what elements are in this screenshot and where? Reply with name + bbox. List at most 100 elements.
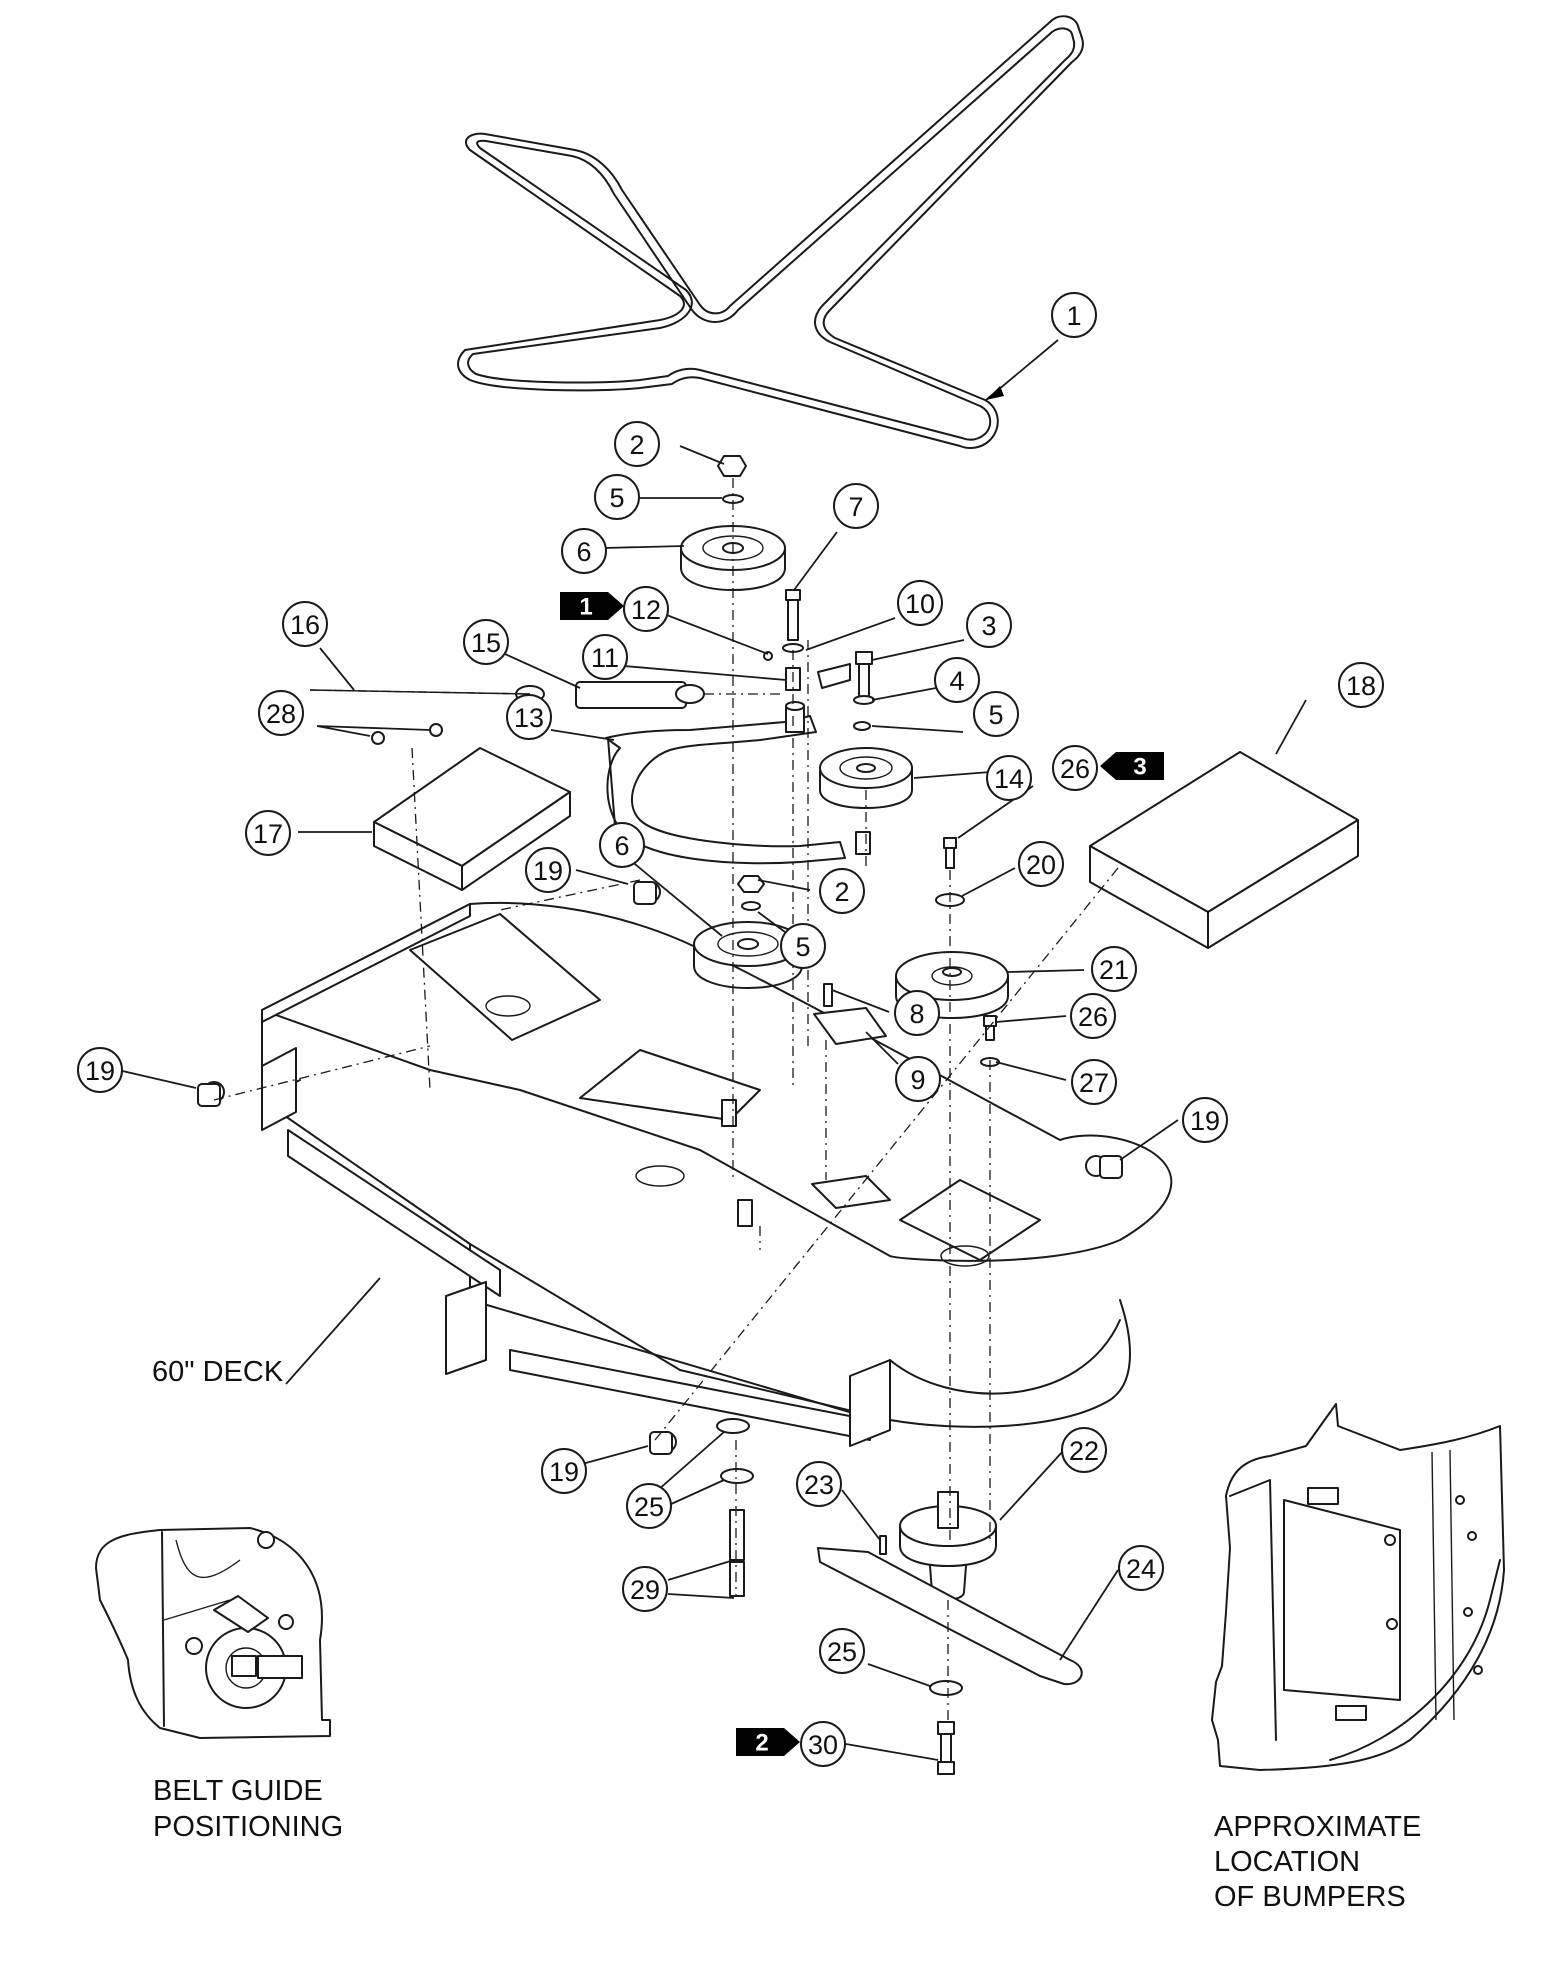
callout-circle [819, 1628, 865, 1674]
callout-circle [245, 810, 291, 856]
drive-belt [457, 15, 1084, 449]
callout-26: 26 [1052, 745, 1098, 791]
flag-number: 2 [755, 1730, 768, 1757]
callout-circle [894, 990, 940, 1036]
callout-17: 17 [245, 810, 291, 856]
callout-number: 30 [808, 1730, 838, 1760]
deck-label: 60" DECK [152, 1356, 284, 1388]
bumpers-label-line1: APPROXIMATE [1214, 1811, 1421, 1843]
callout-number: 18 [1346, 671, 1376, 701]
callout-29: 29 [622, 1566, 668, 1612]
spindle-blade [716, 1418, 1083, 1775]
callout-circle [506, 694, 552, 740]
callout-number: 14 [994, 764, 1024, 794]
callout-number: 19 [533, 856, 563, 886]
bumpers-label-line2: LOCATION [1214, 1846, 1360, 1878]
flag-number: 3 [1133, 754, 1146, 781]
callout-5: 5 [973, 691, 1019, 737]
callout-6: 6 [599, 822, 645, 868]
callout-circle [1091, 946, 1137, 992]
callout-12: 12 [623, 586, 669, 632]
callout-number: 26 [1060, 754, 1090, 784]
callout-circle [1018, 841, 1064, 887]
callout-25: 25 [626, 1483, 672, 1529]
callout-number: 2 [629, 430, 644, 460]
callout-number: 9 [910, 1065, 925, 1095]
callout-circle [622, 1566, 668, 1612]
belt-guide-label-line1: BELT GUIDE [153, 1775, 323, 1807]
callout-7: 7 [833, 483, 879, 529]
callout-circle [986, 755, 1032, 801]
callout-circle [282, 601, 328, 647]
callout-23: 23 [796, 1461, 842, 1507]
callout-19: 19 [525, 847, 571, 893]
mower-deck-body [261, 901, 1173, 1447]
callout-circle [525, 847, 571, 893]
callout-circle [623, 586, 669, 632]
callout-circle [582, 634, 628, 680]
callout-number: 26 [1078, 1002, 1108, 1032]
bumpers-inset [1211, 1403, 1505, 1771]
callout-21: 21 [1091, 946, 1137, 992]
callout-6: 6 [561, 528, 607, 574]
callout-30: 30 [800, 1721, 846, 1767]
callout-10: 10 [897, 580, 943, 626]
callout-circle [966, 602, 1012, 648]
callout-number: 15 [471, 628, 501, 658]
callout-circle [819, 868, 865, 914]
callout-number: 5 [795, 932, 810, 962]
note-flag-1: 1 [560, 592, 624, 621]
callout-circle [1052, 745, 1098, 791]
callout-number: 2 [834, 877, 849, 907]
callout-circle [780, 923, 826, 969]
callout-number: 8 [909, 999, 924, 1029]
belt-guide-label-line2: POSITIONING [153, 1811, 343, 1843]
callout-5: 5 [594, 474, 640, 520]
callout-9: 9 [895, 1056, 941, 1102]
callout-19: 19 [1182, 1097, 1228, 1143]
callout-circle [1051, 292, 1097, 338]
callout-number: 6 [576, 537, 591, 567]
callout-circle [1061, 1427, 1107, 1473]
callout-number: 24 [1126, 1554, 1156, 1584]
callout-number: 7 [848, 492, 863, 522]
callout-circle [594, 474, 640, 520]
callout-circle [800, 1721, 846, 1767]
callout-circle [258, 690, 304, 736]
note-flag-3: 3 [1100, 752, 1164, 781]
callout-26: 26 [1070, 993, 1116, 1039]
callout-number: 23 [804, 1470, 834, 1500]
flag-number: 1 [579, 594, 592, 621]
callout-circle [1118, 1545, 1164, 1591]
callout-18: 18 [1338, 662, 1384, 708]
callout-circle [599, 822, 645, 868]
callout-number: 25 [634, 1492, 664, 1522]
callout-number: 13 [514, 703, 544, 733]
callout-number: 21 [1099, 955, 1129, 985]
callout-number: 5 [988, 700, 1003, 730]
callout-number: 3 [981, 611, 996, 641]
callout-circle [934, 657, 980, 703]
leaders [117, 339, 1307, 1761]
callout-number: 5 [609, 483, 624, 513]
callout-14: 14 [986, 755, 1032, 801]
belt-cover-17 [371, 723, 571, 891]
flags-layer: 1 3 2 [560, 592, 1164, 1757]
callout-circle [77, 1047, 123, 1093]
callout-number: 19 [1190, 1106, 1220, 1136]
callout-number: 22 [1069, 1436, 1099, 1466]
callout-19: 19 [77, 1047, 123, 1093]
belt-guide-inset [95, 1527, 331, 1739]
callout-number: 20 [1026, 850, 1056, 880]
callout-number: 19 [549, 1457, 579, 1487]
callout-number: 6 [614, 831, 629, 861]
bumpers-label-line3: OF BUMPERS [1214, 1881, 1406, 1913]
callout-11: 11 [582, 634, 628, 680]
callout-15: 15 [463, 619, 509, 665]
note-flag-2: 2 [736, 1728, 800, 1757]
callout-circle [1070, 993, 1116, 1039]
callout-20: 20 [1018, 841, 1064, 887]
callout-2: 2 [614, 421, 660, 467]
